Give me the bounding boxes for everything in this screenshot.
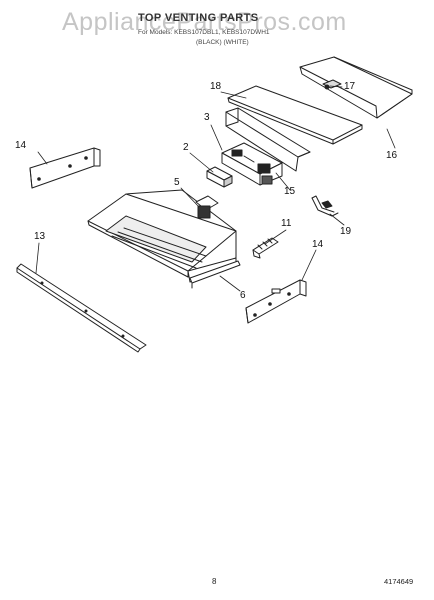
models-colors: (BLACK) (WHITE)	[196, 39, 249, 46]
callout-19: 19	[340, 226, 352, 237]
callout-3: 3	[204, 112, 210, 123]
callout-17: 17	[344, 81, 356, 92]
callout-15: 15	[284, 186, 296, 197]
callout-14-lower: 14	[312, 239, 324, 250]
page-title: TOP VENTING PARTS	[138, 12, 259, 24]
document-part-code: 4174649	[384, 577, 414, 586]
part-2-spacer-block	[206, 166, 233, 188]
part-13-long-rail	[16, 263, 147, 353]
part-18-vent-plate	[227, 85, 363, 145]
callout-13: 13	[34, 231, 46, 242]
part-14-right-bracket	[245, 279, 307, 324]
callout-18: 18	[210, 81, 222, 92]
watermark: AppliancePartsPros.com	[62, 8, 347, 36]
part-14-left-bracket	[29, 147, 101, 189]
callout-11: 11	[281, 218, 292, 229]
models-subtitle: For Models: KEBS107DBL1, KEBS107DWH1	[138, 29, 270, 36]
callout-16: 16	[386, 150, 398, 161]
leader-lines	[35, 85, 396, 292]
part-11-clip	[252, 237, 279, 259]
part-6-rail	[189, 260, 241, 289]
callout-6: 6	[240, 290, 246, 301]
main-vent-duct	[87, 189, 237, 283]
callout-14-upper: 14	[15, 140, 27, 151]
part-3-vent-motor	[221, 142, 283, 186]
part-15-bracket	[225, 107, 311, 172]
page-number: 8	[212, 577, 217, 586]
callout-5: 5	[174, 177, 180, 188]
part-17-screw	[324, 84, 330, 90]
callout-2: 2	[183, 142, 189, 153]
part-19-hinge	[311, 195, 339, 217]
